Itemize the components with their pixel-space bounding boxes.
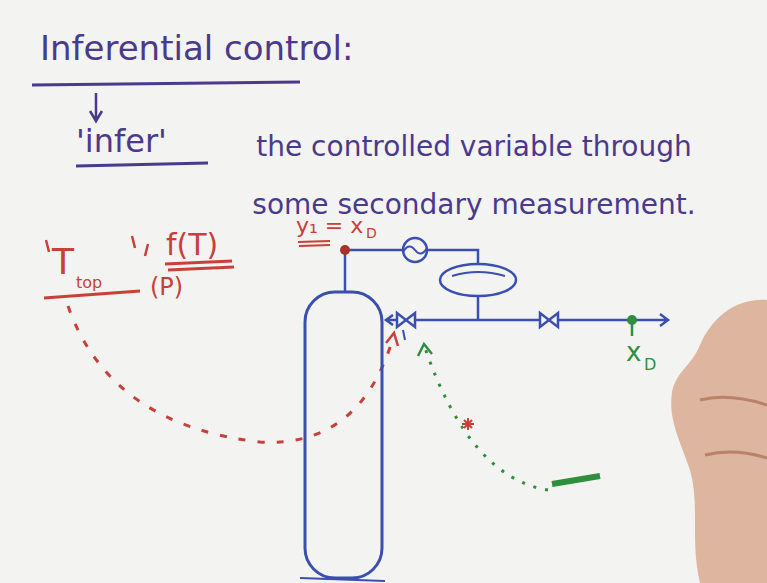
distillate-valve [540, 313, 558, 327]
keyword: 'infer' [76, 124, 167, 159]
title-underline [32, 82, 300, 85]
finger-shadow [700, 398, 767, 458]
valve-mark [403, 330, 405, 340]
down-arrow [90, 93, 102, 121]
definition-note: the controlled variable through some sec… [214, 118, 734, 234]
pressure-label: (P) [150, 274, 183, 300]
infer-underline [76, 163, 208, 166]
condenser [403, 238, 427, 262]
condenser-coil [403, 246, 427, 253]
feedback-dotted-line [425, 348, 548, 490]
reflux-drum [440, 264, 516, 296]
inference-dashed-line [68, 306, 393, 442]
measurement-dot [340, 245, 350, 255]
hand [671, 300, 767, 583]
analyzer-tap [631, 322, 634, 336]
dashed-arrowhead [386, 333, 398, 346]
reflux-line [386, 296, 668, 326]
variable-name: T [52, 242, 74, 282]
vapor-line [345, 250, 478, 292]
distillation-column [305, 292, 382, 578]
column-base [300, 578, 385, 581]
f-t-underline [165, 261, 234, 270]
xd-underline [552, 476, 600, 484]
subscript: D [644, 356, 656, 374]
t-top-underline [44, 291, 140, 298]
subscript: D [366, 226, 377, 241]
subscript: top [76, 274, 102, 292]
composition-label: x [626, 338, 641, 367]
title: Inferential control: [40, 30, 353, 67]
dotted-arrowhead [418, 344, 432, 356]
y1-underline [298, 241, 330, 246]
function-label: f(T) [166, 228, 218, 261]
star-mark [462, 418, 474, 430]
measurement-label: y₁ = x [296, 214, 363, 238]
drum-inner [452, 272, 505, 276]
reflux-valve [397, 313, 415, 327]
